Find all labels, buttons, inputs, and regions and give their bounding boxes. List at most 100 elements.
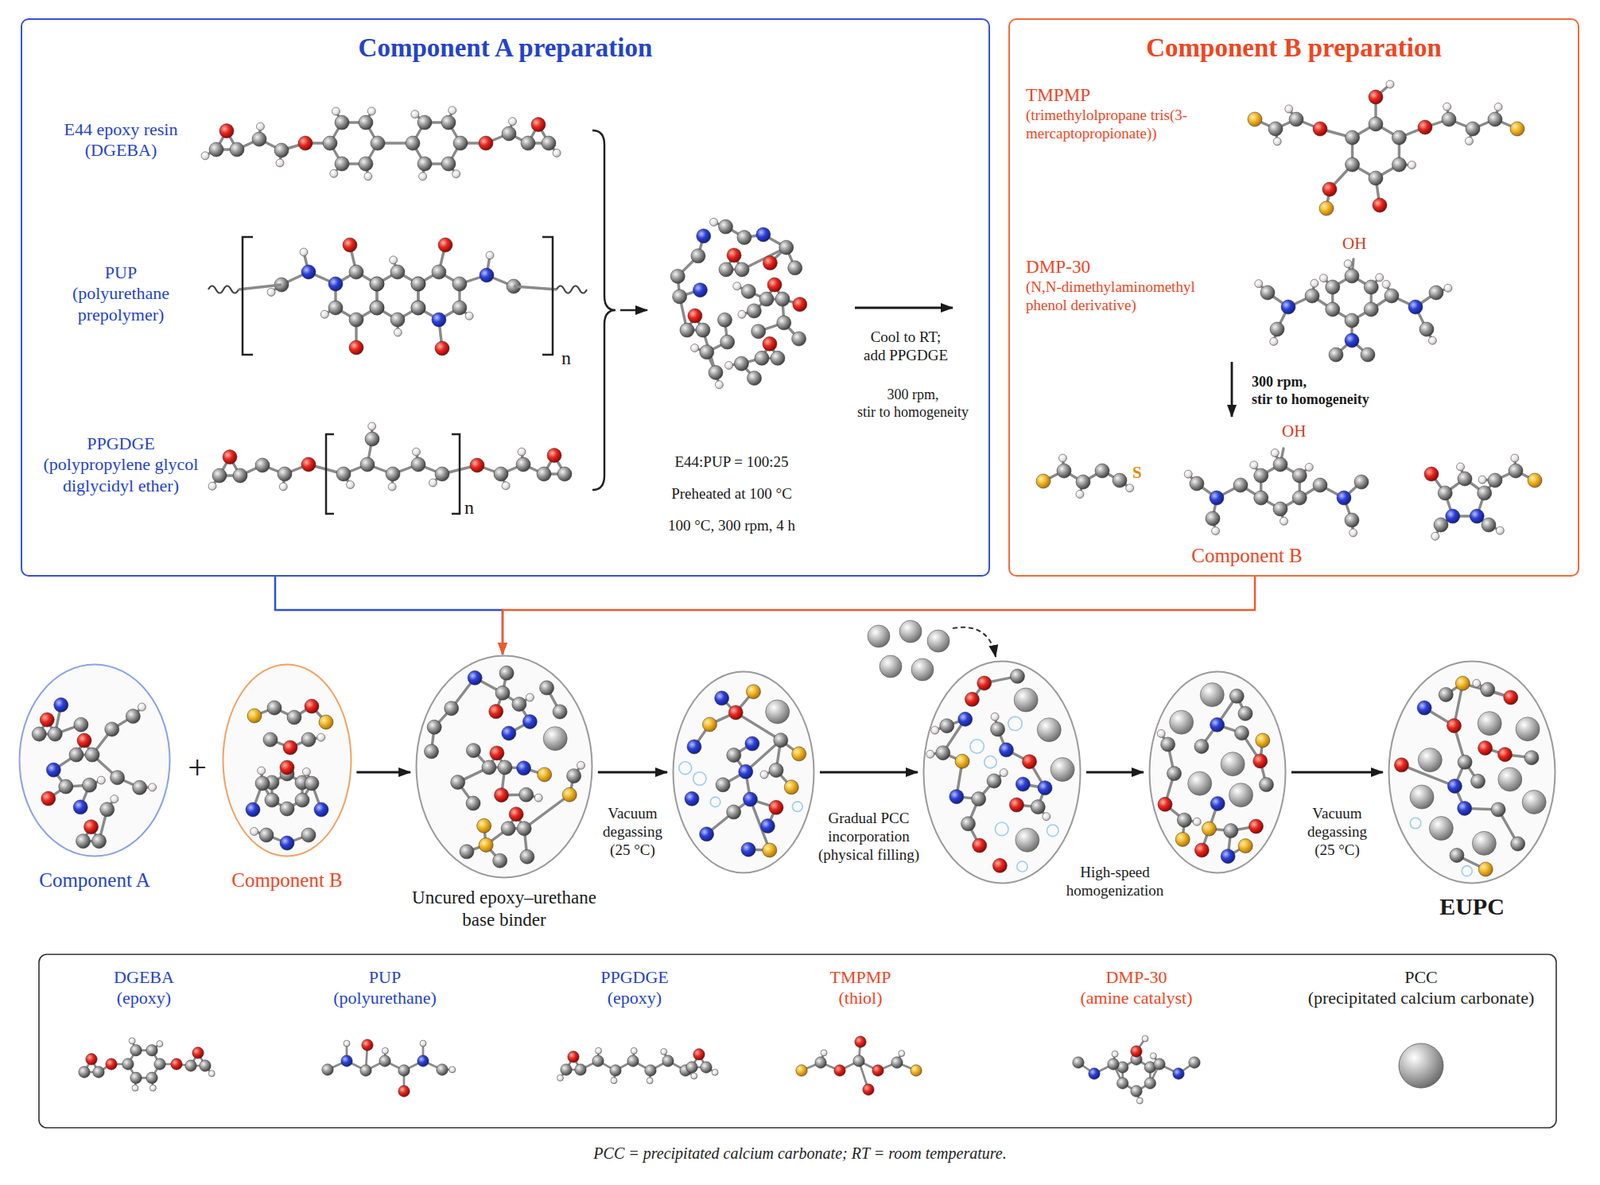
- atom: [199, 1060, 211, 1072]
- atom: [566, 768, 582, 784]
- atom: [746, 303, 762, 319]
- mixture-molecules: [670, 217, 807, 389]
- atom: [742, 792, 758, 807]
- ellipse-shape: [673, 671, 815, 874]
- atom: [434, 466, 450, 482]
- atom: [1144, 1077, 1156, 1089]
- atom: [1116, 1077, 1128, 1089]
- ellipse-shape: [416, 656, 593, 878]
- stage-label: Component A: [7, 868, 183, 893]
- atom: [1210, 717, 1225, 732]
- atom: [279, 801, 295, 816]
- atom: [279, 835, 295, 851]
- atom: [466, 743, 481, 758]
- bubble: [970, 739, 984, 754]
- mixture-ellipse: [671, 670, 816, 874]
- atom: [428, 478, 437, 487]
- atom: [1325, 279, 1340, 295]
- atom: [208, 1070, 215, 1077]
- atom: [110, 770, 125, 785]
- atom: [1503, 690, 1519, 705]
- pcc-particle: [1050, 757, 1075, 782]
- atom: [726, 804, 742, 820]
- atom: [493, 853, 508, 868]
- text-label: Cool to RT; add PPGDGE: [842, 328, 970, 366]
- connector-arrow: [1291, 771, 1383, 774]
- connector-arrow: [598, 771, 668, 774]
- tmpmp-molecule: [1247, 80, 1525, 216]
- atom: [41, 791, 56, 806]
- bubble: [994, 822, 1009, 836]
- atom: [132, 1084, 139, 1092]
- atom: [1428, 336, 1437, 345]
- atom: [434, 341, 450, 356]
- atom: [834, 1064, 846, 1076]
- atom: [1391, 130, 1406, 145]
- atom: [405, 135, 420, 151]
- atom: [520, 135, 536, 151]
- atom: [100, 802, 115, 817]
- atom: [792, 746, 807, 762]
- atom: [1498, 747, 1513, 762]
- atom: [47, 726, 63, 742]
- bubble: [1017, 861, 1028, 872]
- legend-label: DGEBA (epoxy): [24, 966, 264, 1010]
- ellipse-fill: [223, 664, 351, 856]
- atom: [341, 1055, 353, 1067]
- atom: [516, 457, 531, 472]
- atom: [1141, 1035, 1149, 1042]
- text-label: E44:PUP = 100:25: [620, 453, 843, 472]
- atom: [252, 132, 267, 147]
- atom: [385, 466, 400, 482]
- atom: [320, 310, 329, 319]
- atom: [105, 1058, 117, 1070]
- atom: [738, 764, 754, 779]
- atom: [609, 1064, 622, 1076]
- pcc-particle: [899, 620, 922, 643]
- atom: [46, 762, 61, 777]
- atom: [717, 312, 732, 327]
- molecule: [424, 665, 586, 868]
- stage-label: EUPC: [1384, 892, 1560, 921]
- atom: [318, 714, 334, 730]
- pcc-particle: [1015, 827, 1040, 852]
- pcc-particle: [911, 658, 934, 681]
- atom: [149, 1084, 156, 1092]
- connector-arrow: [275, 576, 503, 655]
- atom: [263, 732, 278, 747]
- bubble: [984, 756, 997, 769]
- atom: [304, 776, 319, 791]
- stage-label: Component B: [199, 868, 375, 893]
- atom: [990, 712, 999, 721]
- text-label: Preheated at 100 °C: [620, 485, 843, 504]
- binder-mix: [424, 665, 586, 868]
- atom: [1449, 847, 1465, 863]
- atom: [534, 793, 543, 802]
- atom: [1285, 104, 1294, 113]
- atom: [1292, 468, 1307, 483]
- atom: [547, 448, 562, 463]
- atom: [444, 701, 459, 716]
- atom: [737, 230, 752, 245]
- atom: [1088, 1067, 1100, 1080]
- stage-label: Uncured epoxy–urethane base binder: [404, 886, 604, 931]
- atom: [1229, 688, 1244, 703]
- atom: [1126, 484, 1134, 493]
- atom: [1157, 796, 1173, 812]
- bond: [238, 284, 282, 290]
- atom: [1363, 302, 1379, 317]
- legend-item: PUP (polyurethane): [265, 966, 505, 1010]
- atom: [222, 450, 237, 465]
- atom: [955, 753, 970, 769]
- atom: [501, 126, 517, 141]
- atom: [990, 722, 1006, 737]
- text-label: n: [561, 346, 581, 370]
- atom: [745, 736, 760, 751]
- atom: [1491, 802, 1506, 817]
- atom: [1022, 754, 1037, 769]
- process-arrow: [620, 309, 648, 312]
- atom: [1209, 490, 1224, 505]
- atom: [1417, 700, 1432, 715]
- bubble: [1046, 824, 1059, 837]
- atom: [610, 1077, 618, 1084]
